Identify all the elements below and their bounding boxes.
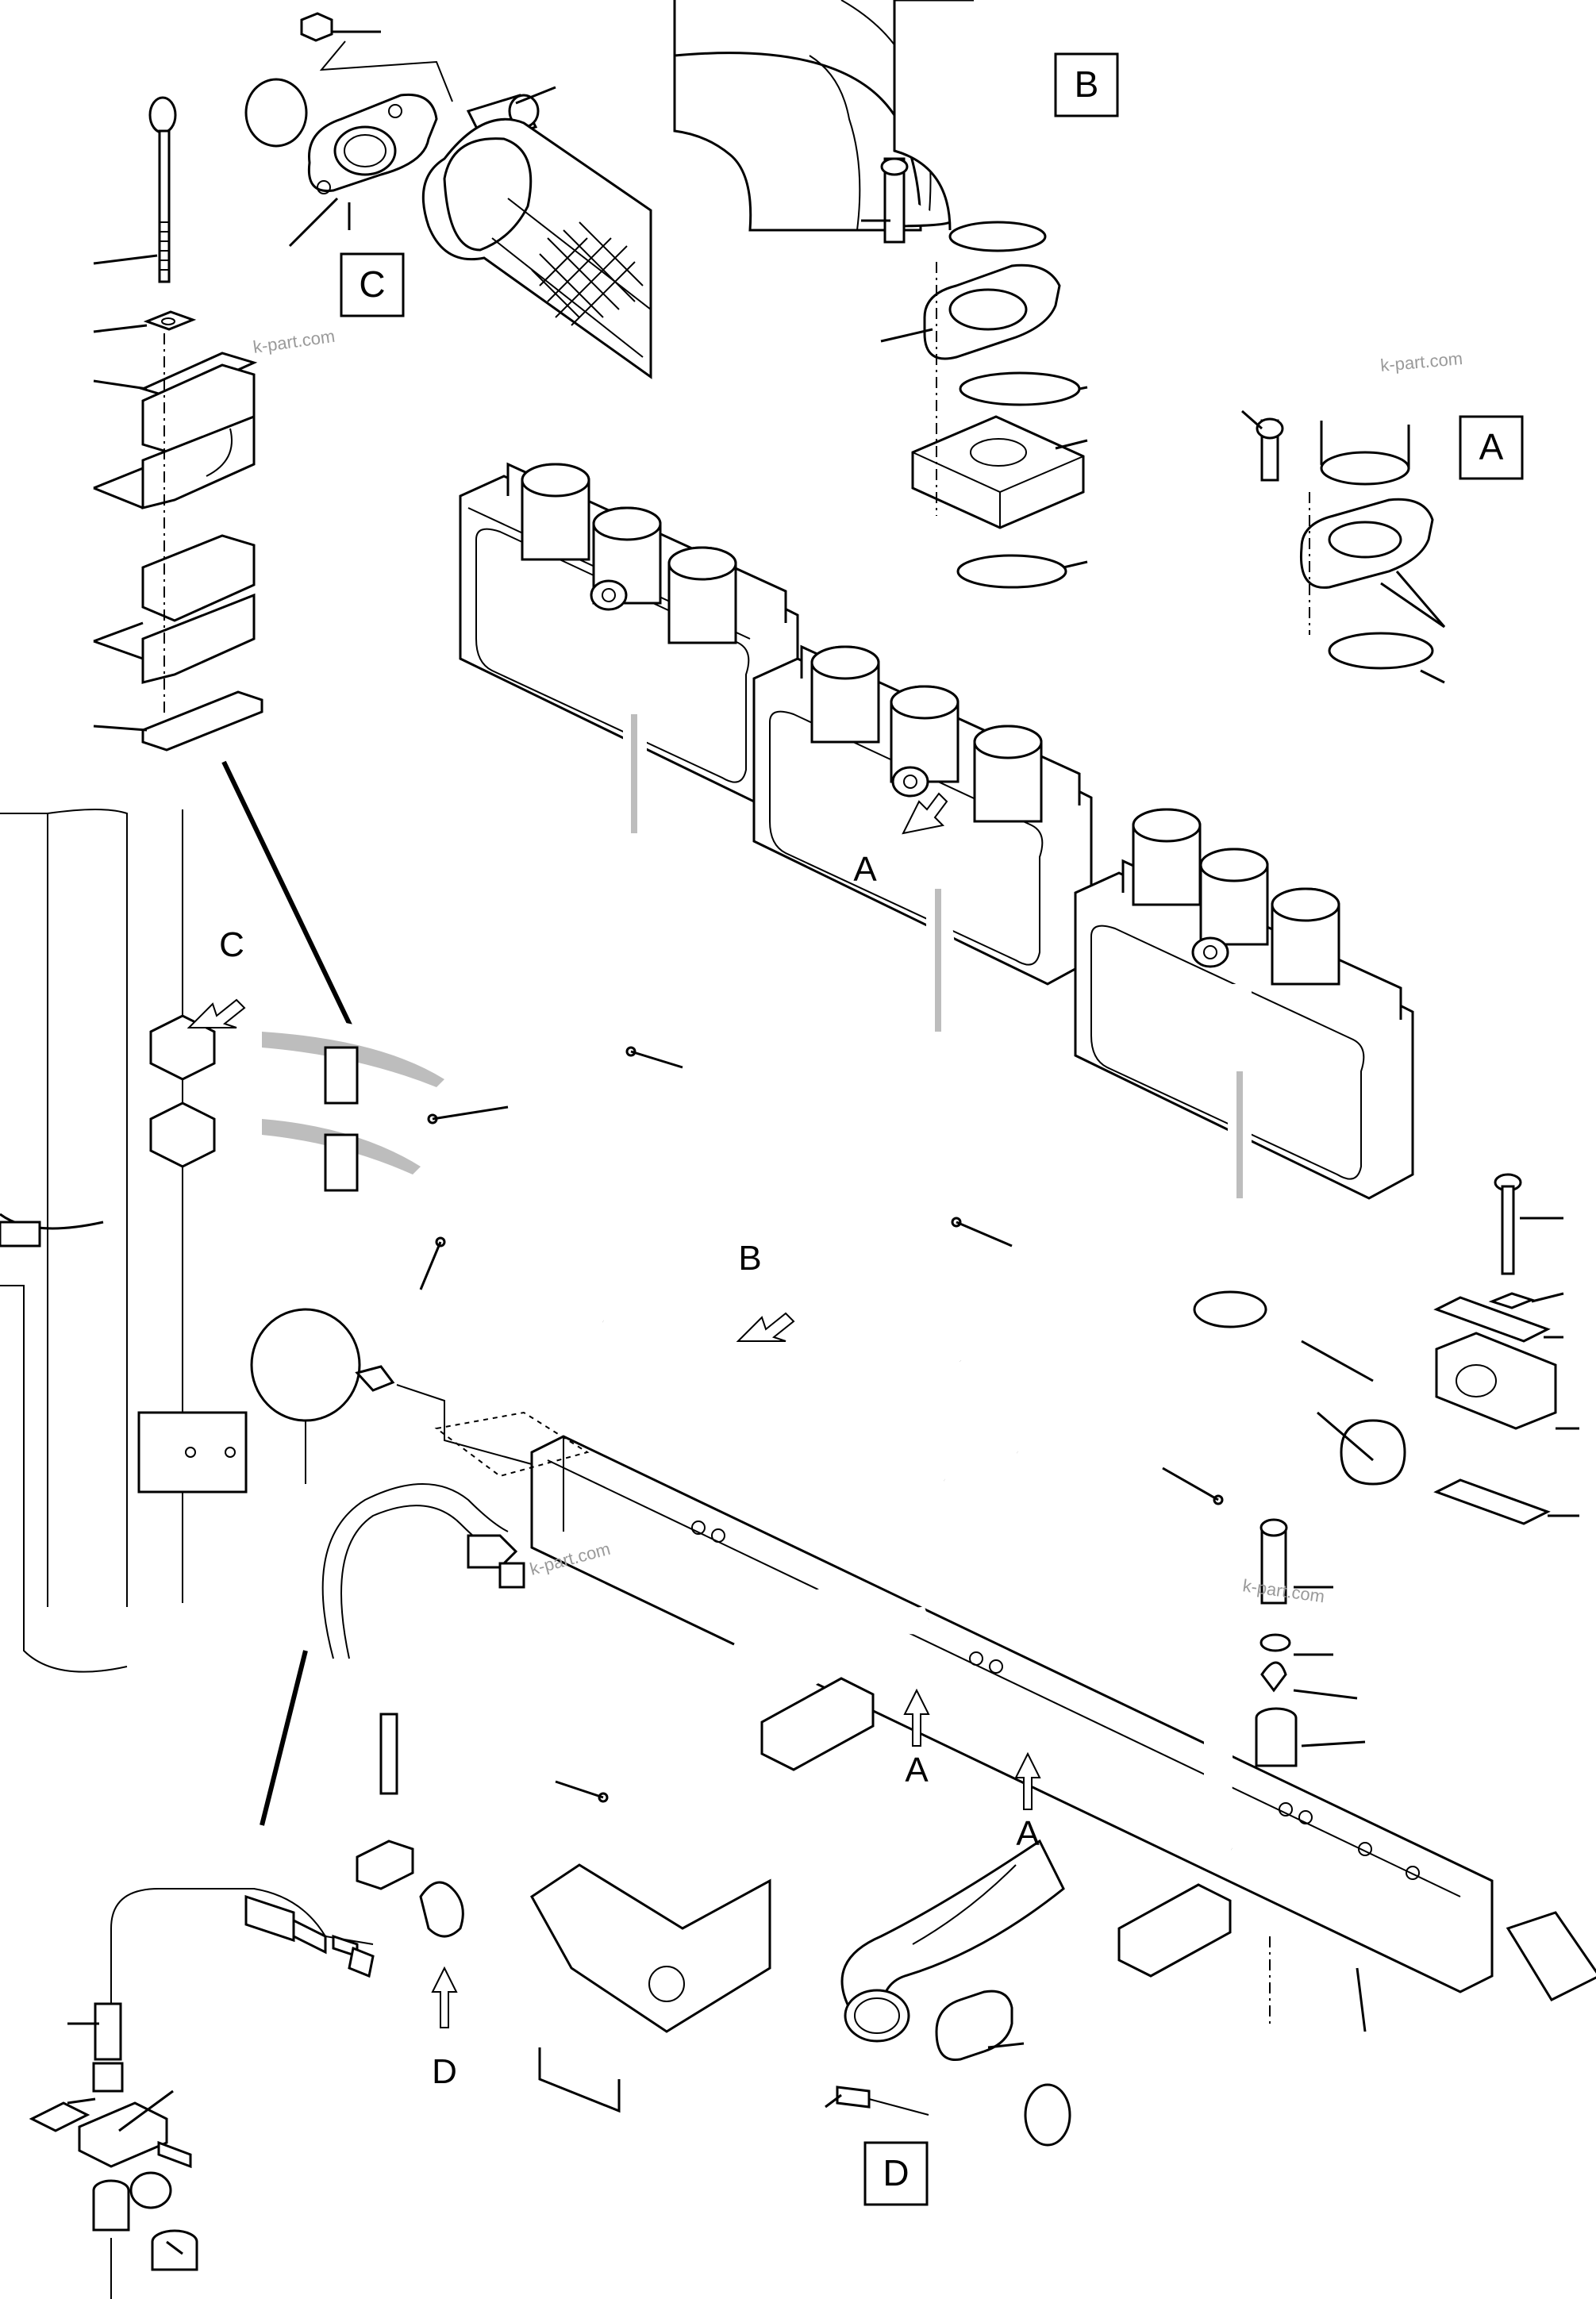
clamp-stack-top-left	[93, 96, 356, 1033]
detail-a-flange	[1241, 409, 1446, 684]
watermark-2: k-part.com	[1379, 348, 1463, 375]
left-column	[0, 809, 248, 1673]
lower-hose-d	[419, 1586, 933, 2113]
detail-box-a-label: A	[1479, 426, 1504, 467]
callout-a-rail-2: A	[1016, 1814, 1040, 1853]
braid-pattern	[531, 221, 644, 326]
detail-box-a: A	[1459, 415, 1524, 480]
detail-box-c-label: C	[359, 263, 385, 305]
vertical-hoses	[575, 631, 1252, 1860]
small-hose-assembly	[250, 1308, 590, 1890]
callout-b: B	[738, 1239, 761, 1278]
detail-box-b: B	[1054, 52, 1119, 117]
detail-box-d-label: D	[883, 2152, 909, 2193]
callout-d: D	[432, 2052, 457, 2091]
callouts: A B C A A D	[187, 792, 1041, 2091]
watermark-1: k-part.com	[252, 326, 336, 357]
detail-c-flange	[244, 12, 652, 379]
detail-d-elbow	[825, 1839, 1071, 2147]
clamp-stack-right	[1193, 1173, 1579, 1767]
detail-box-d: D	[863, 2141, 929, 2206]
detail-b-elbow	[673, 0, 1088, 589]
detail-box-c: C	[340, 252, 405, 317]
manifold-rail	[530, 1435, 1596, 2032]
detail-box-b-label: B	[1075, 63, 1099, 105]
bottom-left-fittings	[29, 1888, 375, 2299]
callout-a-rail-1: A	[905, 1751, 929, 1790]
callout-c: C	[219, 925, 244, 964]
main-hoses	[149, 1006, 977, 1498]
callout-a-valve: A	[853, 850, 877, 889]
